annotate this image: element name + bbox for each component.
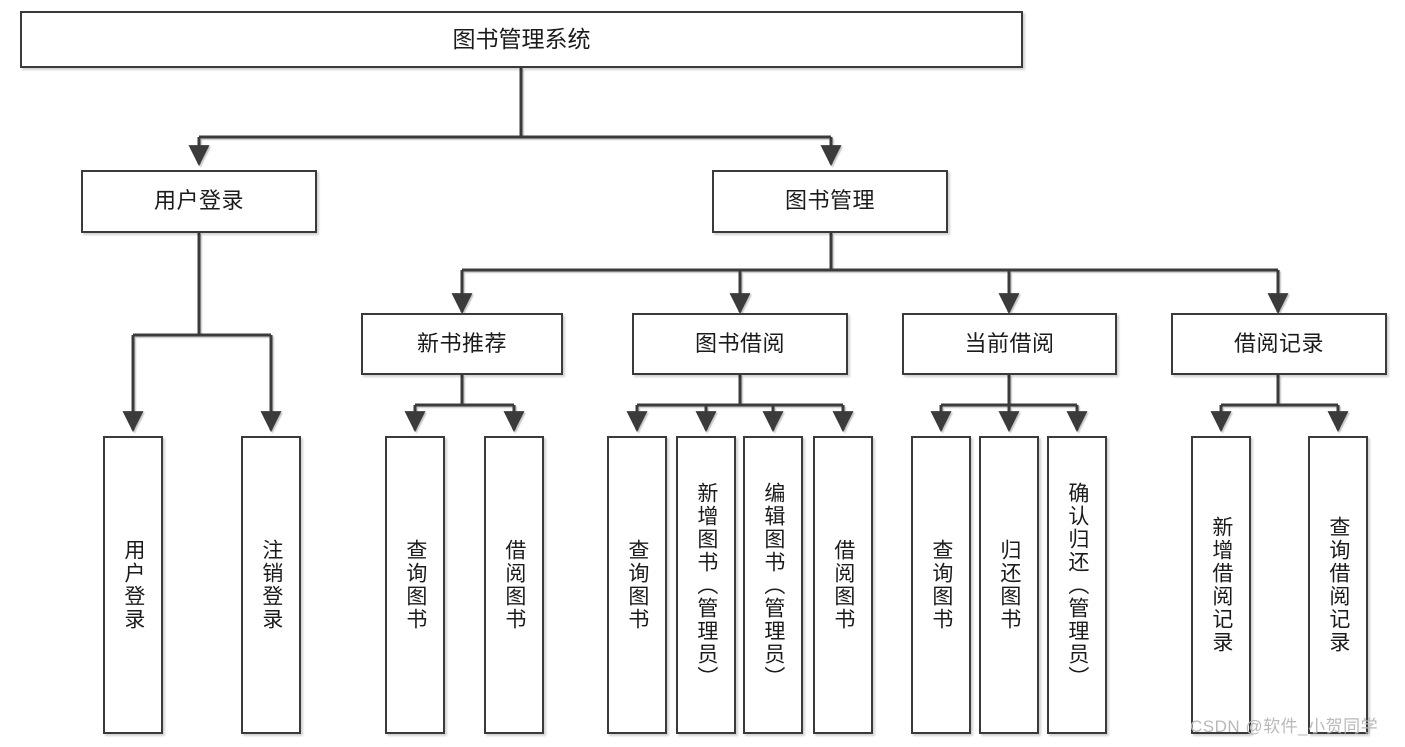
node-root-label: 图书管理系统 (452, 26, 591, 53)
node-leaf-add-book-label: 新增图书（管理员） (694, 481, 718, 689)
node-current-borrow[interactable]: 当前借阅 (902, 313, 1117, 375)
node-borrow-record[interactable]: 借阅记录 (1171, 313, 1387, 375)
node-book-manage-label: 图书管理 (784, 188, 875, 214)
node-leaf-add-record-label: 新增借阅记录 (1209, 516, 1233, 654)
node-leaf-query-book-3[interactable]: 查询图书 (911, 436, 971, 734)
node-leaf-borrow-book-1[interactable]: 借阅图书 (484, 436, 544, 734)
node-root[interactable]: 图书管理系统 (20, 11, 1023, 68)
node-book-borrow[interactable]: 图书借阅 (632, 313, 848, 375)
node-leaf-query-book-2-label: 查询图书 (625, 539, 649, 631)
node-leaf-return-book[interactable]: 归还图书 (979, 436, 1039, 734)
node-leaf-query-book-1[interactable]: 查询图书 (385, 436, 445, 734)
node-leaf-query-book-3-label: 查询图书 (929, 539, 953, 631)
node-user-login[interactable]: 用户登录 (81, 170, 317, 233)
node-leaf-borrow-book-2[interactable]: 借阅图书 (813, 436, 873, 734)
node-user-login-label: 用户登录 (153, 188, 244, 214)
node-leaf-confirm-return[interactable]: 确认归还（管理员） (1047, 436, 1107, 734)
node-leaf-add-record[interactable]: 新增借阅记录 (1191, 436, 1251, 734)
node-book-borrow-label: 图书借阅 (694, 330, 785, 356)
node-leaf-query-book-1-label: 查询图书 (403, 539, 427, 631)
node-leaf-edit-book[interactable]: 编辑图书（管理员） (743, 436, 803, 734)
node-leaf-return-book-label: 归还图书 (997, 539, 1021, 631)
node-leaf-borrow-book-1-label: 借阅图书 (502, 539, 526, 631)
node-leaf-user-login-label: 用户登录 (121, 539, 145, 631)
node-leaf-logout-label: 注销登录 (259, 539, 283, 631)
node-leaf-query-record-label: 查询借阅记录 (1326, 516, 1350, 654)
node-current-borrow-label: 当前借阅 (964, 330, 1055, 356)
node-leaf-edit-book-label: 编辑图书（管理员） (761, 481, 785, 689)
csdn-watermark: CSDN @软件_小贺同学 (1190, 717, 1379, 736)
node-leaf-query-record[interactable]: 查询借阅记录 (1308, 436, 1368, 734)
node-leaf-add-book[interactable]: 新增图书（管理员） (676, 436, 736, 734)
node-leaf-user-login[interactable]: 用户登录 (103, 436, 163, 734)
node-leaf-borrow-book-2-label: 借阅图书 (831, 539, 855, 631)
node-leaf-logout[interactable]: 注销登录 (241, 436, 301, 734)
node-new-book-rec-label: 新书推荐 (416, 330, 507, 356)
node-leaf-query-book-2[interactable]: 查询图书 (607, 436, 667, 734)
node-leaf-confirm-return-label: 确认归还（管理员） (1065, 481, 1089, 689)
node-book-manage[interactable]: 图书管理 (712, 170, 948, 233)
node-new-book-rec[interactable]: 新书推荐 (361, 313, 563, 375)
node-borrow-record-label: 借阅记录 (1233, 330, 1324, 356)
